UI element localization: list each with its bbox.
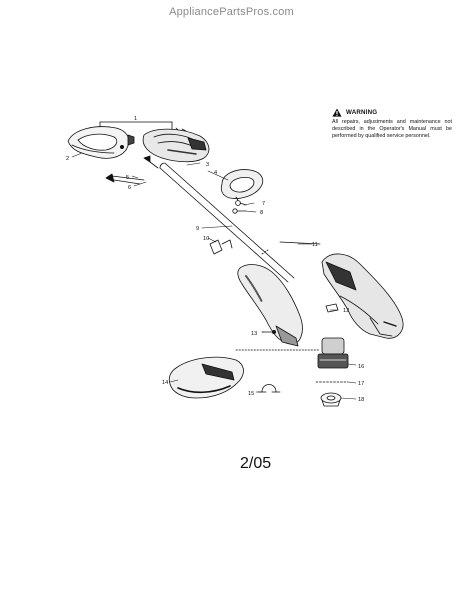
- part-2-housing-left: [67, 126, 135, 159]
- warning-title: WARNING: [346, 108, 378, 116]
- callout-10: 10: [203, 236, 209, 242]
- lower-housing-center: [237, 264, 303, 347]
- callout-8: 8: [260, 210, 263, 216]
- callout-17: 17: [358, 381, 364, 387]
- warning-triangle-icon: [332, 108, 342, 117]
- callout-4: 4: [214, 170, 217, 176]
- callout-18: 18: [358, 397, 364, 403]
- callout-12: 12: [343, 308, 349, 314]
- callout-2: 2: [66, 156, 69, 162]
- part-5-6-connector: [105, 155, 159, 185]
- callout-11: 11: [312, 242, 318, 248]
- date-code: 2/05: [240, 455, 272, 472]
- part-12-bolt: [325, 303, 339, 313]
- warning-text: All repairs, adjustments and maintenance…: [332, 119, 452, 140]
- part-14-guard: [168, 349, 321, 399]
- warning-header: WARNING: [332, 108, 452, 117]
- callout-15: 15: [248, 391, 254, 397]
- callout-labels: 1 2 3 4 5 6 7 8 9 10 11 12 13 14 15 16 1…: [66, 116, 364, 403]
- callout-3: 3: [206, 162, 209, 168]
- part-4-auxiliary-handle: [220, 169, 264, 205]
- part-15-clamp: [257, 384, 281, 393]
- callout-14: 14: [162, 380, 168, 386]
- part-11-motor-housing: [279, 241, 404, 339]
- leader-lines: [71, 152, 357, 400]
- callout-6: 6: [128, 185, 131, 191]
- callout-9: 9: [196, 226, 199, 232]
- callout-7: 7: [262, 201, 265, 207]
- callout-5: 5: [126, 175, 129, 181]
- part-9-upper-shaft: [159, 162, 295, 283]
- callout-1: 1: [134, 116, 137, 122]
- callout-16: 16: [358, 364, 364, 370]
- part-3-housing-right: [142, 127, 210, 163]
- callout-13: 13: [251, 331, 257, 337]
- part-16-spool-housing: [317, 337, 349, 369]
- part-7-8-screws: [232, 200, 247, 214]
- warning-box: WARNING All repairs, adjustments and mai…: [332, 108, 452, 140]
- part-10-clip: [209, 239, 233, 255]
- part-18-spool: [320, 392, 342, 407]
- watermark: AppliancePartsPros.com: [169, 6, 294, 18]
